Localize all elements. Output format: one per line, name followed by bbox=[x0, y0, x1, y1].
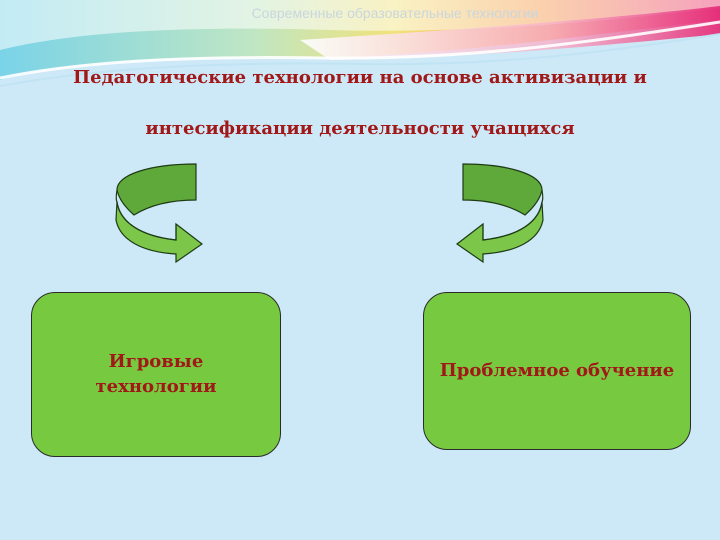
header-subtitle: Современные образовательные технологии bbox=[251, 5, 539, 21]
problem-learning-box: Проблемное обучение bbox=[423, 292, 691, 450]
curved-arrow-left-icon bbox=[455, 163, 544, 264]
problem-learning-label: Проблемное обучение bbox=[439, 359, 675, 381]
page-title-line-2: интесификации деятельности учащихся bbox=[145, 118, 575, 139]
game-technologies-label: Игровые технологии bbox=[95, 351, 217, 397]
page-title-line-1: Педагогические технологии на основе акти… bbox=[73, 67, 647, 88]
game-technologies-box: Игровые технологии bbox=[31, 292, 281, 457]
curved-arrow-right-icon bbox=[115, 163, 204, 264]
